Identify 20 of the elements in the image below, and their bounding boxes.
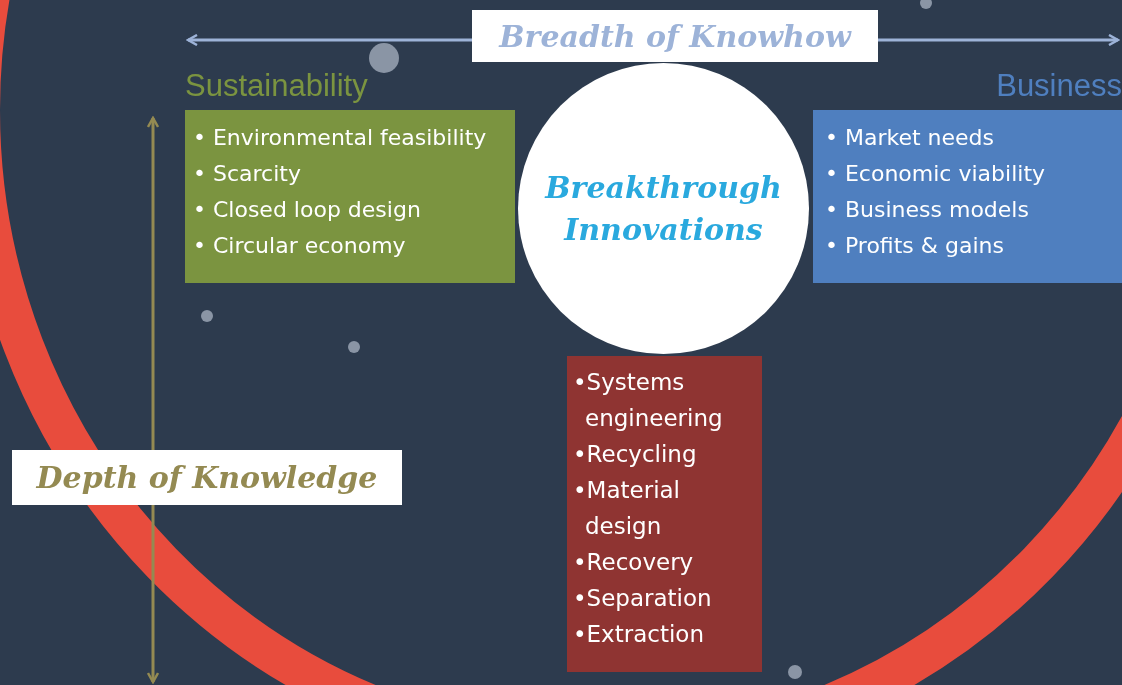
bullet-item: • Business models [825, 196, 1030, 224]
bullet-item: •Material design [573, 476, 681, 541]
bullet-item: •Extraction [573, 620, 705, 649]
innovation-circle [518, 63, 809, 354]
bullet-item: •Recycling [573, 440, 698, 469]
bullet-item: • Market needs [825, 124, 996, 152]
panel-heading: Business [996, 67, 1122, 105]
bullet-item: • Circular economy [193, 232, 407, 260]
bullet-item: • Environmental feasibility [193, 124, 488, 152]
breadth-label: Breadth of Knowhow [472, 10, 878, 62]
bullet-item: • Closed loop design [193, 196, 422, 224]
bullet-item: •Recovery [573, 548, 695, 577]
bullet-item: • Profits & gains [825, 232, 1005, 260]
bullet-item: • Scarcity [193, 160, 302, 188]
circle-title: Breakthrough Innovations [543, 168, 783, 249]
bullet-item: •Systems engineering [573, 368, 724, 433]
depth-label: Depth of Knowledge [12, 450, 402, 505]
bullet-item: •Separation [573, 584, 713, 613]
panel-heading: Sustainability [185, 67, 368, 105]
bullet-item: • Economic viability [825, 160, 1047, 188]
